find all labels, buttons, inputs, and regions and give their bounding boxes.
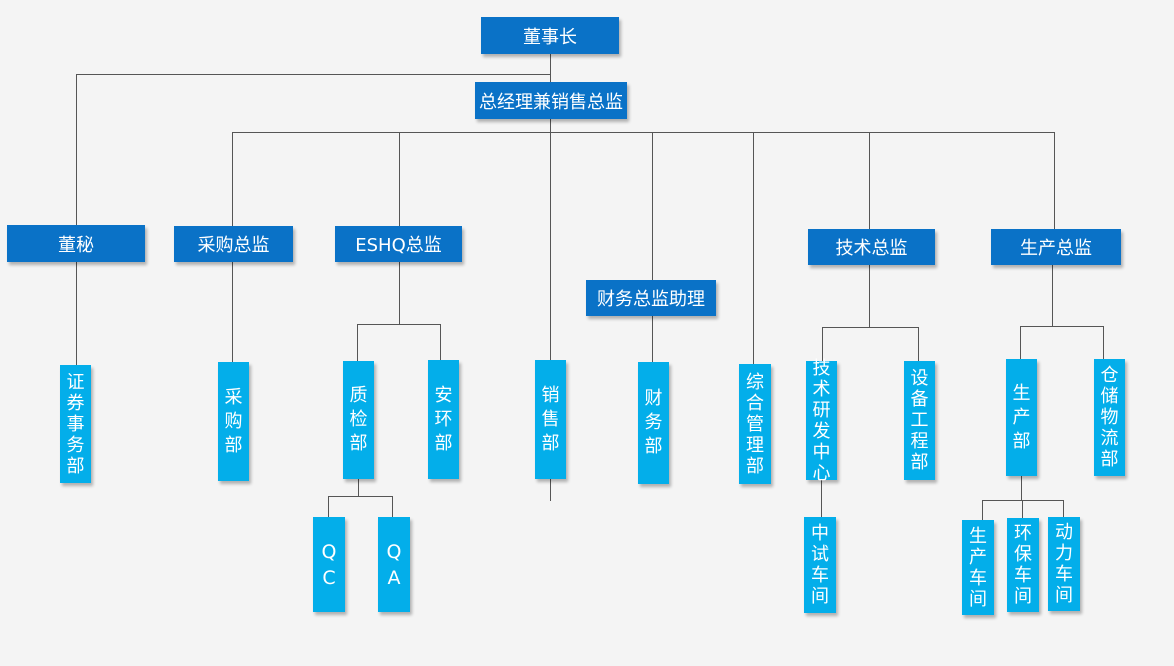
logistics-dept-box: 仓储物流部 [1094,359,1125,476]
connector [392,496,393,517]
connector [328,496,393,497]
connector [232,132,1055,133]
chairman-box: 董事长 [481,17,619,54]
tech-director-label: 技术总监 [835,238,908,259]
env-workshop-label: 环保车间 [1014,523,1032,607]
production-workshop-box: 生产车间 [962,520,994,615]
connector [652,315,653,362]
admin-dept-label: 综合管理部 [746,371,764,477]
connector [918,327,919,361]
rnd-center-label: 技术研发中心 [812,357,831,484]
securities-dept-label: 证券事务部 [66,371,85,477]
connector [399,132,400,226]
equipment-dept-box: 设备工程部 [904,361,935,480]
production-dept-box: 生产部 [1006,359,1037,476]
connector [399,262,400,324]
eshq-director-box: ESHQ总监 [335,226,462,262]
connector [357,324,358,361]
connector [1022,500,1023,520]
production-workshop-label: 生产车间 [969,525,987,610]
connector [1063,500,1064,520]
gm-label: 总经理兼销售总监 [479,91,623,113]
pilot-workshop-box: 中试车间 [804,517,836,613]
connector [1021,476,1022,500]
connector [652,132,653,280]
connector [76,74,77,225]
finance-dept-box: 财务部 [638,362,669,484]
connector [550,53,551,501]
procurement-dept-box: 采购部 [218,362,249,481]
connector [1020,326,1021,359]
secretary-label: 董秘 [58,234,94,256]
gm-box: 总经理兼销售总监 [475,82,627,119]
connector [232,262,233,362]
procurement-dept-label: 采购部 [224,386,243,456]
connector [869,132,870,229]
connector [982,500,1064,501]
finance-assistant-label: 财务总监助理 [597,289,705,310]
qa-label: QA [386,540,402,589]
connector [822,327,919,328]
connector [357,324,441,325]
connector [76,74,551,75]
connector [821,480,822,517]
connector [1103,326,1104,359]
power-workshop-label: 动力车间 [1055,522,1073,606]
finance-dept-label: 财务部 [644,388,663,457]
finance-assistant-box: 财务总监助理 [586,280,716,316]
procurement-director-box: 采购总监 [174,226,293,262]
connector [440,324,441,361]
equipment-dept-label: 设备工程部 [910,368,929,473]
pilot-workshop-label: 中试车间 [811,523,829,607]
connector [328,496,329,517]
connector [1054,132,1055,229]
tech-director-box: 技术总监 [808,229,935,265]
procurement-director-label: 采购总监 [197,235,270,256]
connector [358,479,359,496]
env-workshop-box: 环保车间 [1007,518,1039,612]
sales-dept-label: 销售部 [541,384,560,454]
qc-label: QC [321,540,337,589]
logistics-dept-label: 仓储物流部 [1100,365,1119,470]
secretary-box: 董秘 [7,225,145,262]
rnd-center-box: 技术研发中心 [806,358,837,484]
qc-dept-box: 质检部 [343,361,374,479]
qc-box: QC [313,517,345,612]
qa-box: QA [378,517,410,612]
production-director-label: 生产总监 [1020,238,1092,259]
qc-dept-label: 质检部 [349,385,368,454]
sales-dept-box: 销售部 [535,360,566,479]
production-dept-label: 生产部 [1012,382,1031,452]
chairman-label: 董事长 [523,26,577,48]
admin-dept-box: 综合管理部 [739,364,771,484]
connector [822,327,823,361]
connector [1052,264,1053,326]
env-safety-dept-label: 安环部 [434,384,453,454]
connector [1020,326,1104,327]
power-workshop-box: 动力车间 [1048,517,1080,611]
production-director-box: 生产总监 [991,229,1121,265]
connector [76,262,77,365]
connector [869,264,870,327]
connector [753,132,754,364]
connector [232,132,233,226]
connector [982,500,983,520]
eshq-director-label: ESHQ总监 [355,235,442,256]
env-safety-dept-box: 安环部 [428,360,459,479]
securities-dept-box: 证券事务部 [60,365,91,483]
